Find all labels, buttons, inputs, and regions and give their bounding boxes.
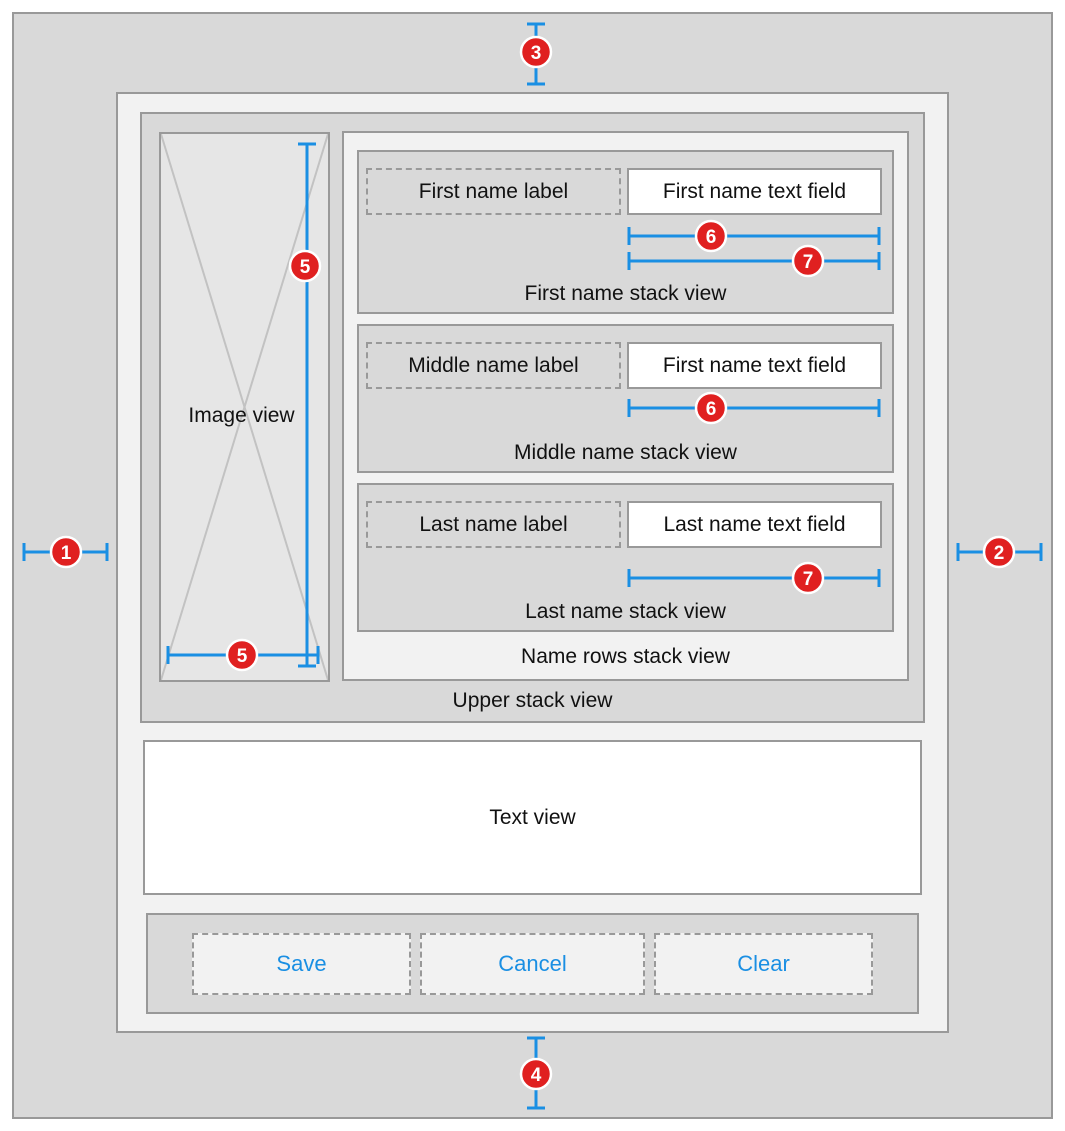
upper-stack-view-label: Upper stack view: [452, 689, 613, 712]
badge-5-width: 5: [225, 638, 259, 672]
cancel-button[interactable]: Cancel: [420, 933, 645, 995]
badge-1: 1: [49, 535, 83, 569]
badge-4: 4: [519, 1057, 553, 1091]
first-field-width-constraint: [627, 227, 881, 245]
first-name-text-field[interactable]: First name text field: [627, 168, 882, 215]
badge-6-first: 6: [694, 219, 728, 253]
middle-name-text-field[interactable]: First name text field: [627, 342, 882, 389]
badge-3: 3: [519, 35, 553, 69]
last-name-stack-view-label: Last name stack view: [525, 600, 726, 623]
badge-5a-text: 5: [300, 257, 311, 278]
badge-5b-text: 5: [237, 646, 248, 667]
badge-2: 2: [982, 535, 1016, 569]
badge-2-text: 2: [994, 543, 1005, 564]
badge-7b-text: 7: [803, 569, 814, 590]
badge-5-height: 5: [288, 249, 322, 283]
image-view-label: Image view: [188, 404, 295, 427]
badge-1-text: 1: [61, 543, 72, 564]
badge-6a-text: 6: [706, 227, 717, 248]
first-name-label: First name label: [366, 168, 621, 215]
last-name-text-field[interactable]: Last name text field: [627, 501, 882, 548]
badge-6-middle: 6: [694, 391, 728, 425]
text-view[interactable]: Text view: [143, 740, 922, 895]
badge-7a-text: 7: [803, 252, 814, 273]
middle-name-stack-view-label: Middle name stack view: [514, 441, 737, 464]
middle-name-label: Middle name label: [366, 342, 621, 389]
clear-button[interactable]: Clear: [654, 933, 873, 995]
first-name-stack-view-label: First name stack view: [524, 282, 727, 305]
first-field-trailing-constraint: [627, 252, 881, 270]
image-height-constraint: [298, 142, 316, 668]
last-name-label: Last name label: [366, 501, 621, 548]
last-field-trailing-constraint: [627, 569, 881, 587]
badge-3-text: 3: [531, 43, 542, 64]
save-button[interactable]: Save: [192, 933, 411, 995]
badge-7-last: 7: [791, 561, 825, 595]
name-rows-stack-view-label: Name rows stack view: [521, 645, 730, 668]
middle-field-width-constraint: [627, 399, 881, 417]
badge-7-first: 7: [791, 244, 825, 278]
badge-4-text: 4: [531, 1065, 542, 1086]
image-view: [159, 132, 330, 682]
badge-6b-text: 6: [706, 399, 717, 420]
